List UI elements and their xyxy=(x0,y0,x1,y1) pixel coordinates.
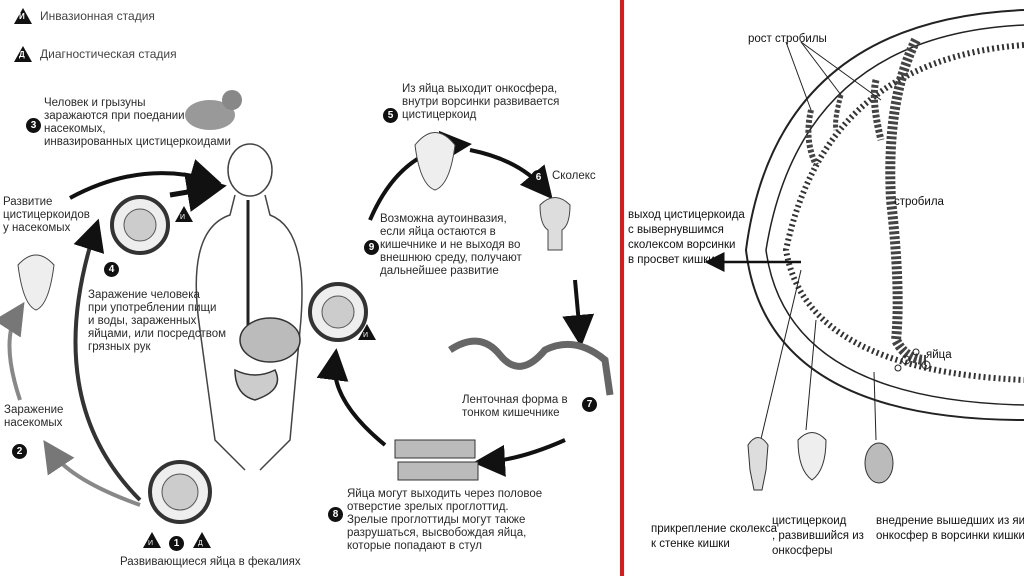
proglottid-drawing xyxy=(394,439,476,459)
invasive-marker-bottom: И xyxy=(143,532,161,548)
eggs-drawing xyxy=(894,348,931,372)
legend-invasive-label: Инвазионная стадия xyxy=(40,9,155,23)
cycle-arrow-bottom-left xyxy=(43,440,141,507)
cysticercoid-drawing xyxy=(797,432,827,481)
step-number-5: 5 xyxy=(383,108,398,123)
oncosphere-drawing-right xyxy=(864,442,894,484)
label-strobila-growth: рост стробилы xyxy=(748,33,827,45)
legend-diagnostic: Д Диагностическая стадия xyxy=(14,46,177,62)
cycle-arrow-to-tape xyxy=(562,279,595,347)
cycle-arrow-outer-left xyxy=(73,218,142,502)
legend-diagnostic-label: Диагностическая стадия xyxy=(40,47,177,61)
pointer-line-cysticercoid xyxy=(805,319,817,431)
label-cysticercoid: цистицеркоид , развившийся из онкосферы xyxy=(772,515,864,557)
intestine-panel: рост стробилы стробила выход цистицеркои… xyxy=(626,0,1024,576)
step-number-7: 7 xyxy=(582,397,597,412)
intestine-wall-outer xyxy=(744,9,1024,421)
cycle-arrow-to-proglottid xyxy=(473,438,566,477)
pointer-line-oncosphere xyxy=(873,371,877,441)
cycle-arrow-insect-down xyxy=(0,301,25,401)
step-number-8: 8 xyxy=(328,507,343,522)
rodent-figure xyxy=(185,90,242,130)
invasive-marker-egg-right: И xyxy=(358,324,376,340)
diagnostic-marker-bottom: Д xyxy=(193,532,211,548)
egg-drawing-right xyxy=(308,282,368,342)
step-number-1: 1 xyxy=(169,536,184,551)
pointer-line-scolex xyxy=(755,269,802,461)
cycle-arrow-egg-to-body xyxy=(169,172,227,212)
invasive-marker-egg-left: И xyxy=(175,206,193,222)
oncosphere-drawing xyxy=(414,132,456,191)
label-oncosphere: внедрение вышедших из яиц онкосфер в вор… xyxy=(876,515,1024,542)
red-divider xyxy=(620,0,624,576)
svg-text:Д: Д xyxy=(198,540,203,547)
human-figure xyxy=(195,143,303,471)
step-text-5: Из яйца выходит онкосфера, внутри ворсин… xyxy=(402,83,560,121)
villi-border xyxy=(782,42,1024,383)
strobila-drawing xyxy=(885,37,927,365)
life-cycle-panel: И И И Д И Инвазионная стадия Д Диагности… xyxy=(0,8,614,568)
pointer-line-growth xyxy=(785,41,812,111)
step-text-3: Человек и грызуны заражаются при поедани… xyxy=(44,97,231,148)
step-text-8: Яйца могут выходить через половое отверс… xyxy=(347,488,543,552)
egg-drawing-left xyxy=(110,195,170,255)
tapeworm-drawing xyxy=(448,337,614,396)
svg-text:И: И xyxy=(363,332,368,339)
svg-text:И: И xyxy=(148,540,153,547)
egg-drawing-bottom xyxy=(148,460,212,524)
invasive-icon: И xyxy=(14,8,32,24)
step-number-4: 4 xyxy=(104,262,119,277)
life-cycle-diagram: И И И Д xyxy=(0,90,614,548)
scolex-drawing xyxy=(539,197,571,251)
step-text-9: Возможна аутоинвазия, если яйца остаются… xyxy=(380,213,522,277)
diagnostic-icon: Д xyxy=(14,46,32,62)
step-text-6: Сколекс xyxy=(552,170,596,182)
step-number-9: 9 xyxy=(364,240,379,255)
label-strobila: стробила xyxy=(894,196,944,208)
label-scolex-attach: прикрепление сколекса к стенке кишки xyxy=(651,523,778,550)
step-number-6: 6 xyxy=(531,170,546,185)
insect-development-label: Развитие цистицеркоидов у насекомых xyxy=(3,196,90,234)
step-number-2: 2 xyxy=(12,444,27,459)
cysticercoid-drawing-insect xyxy=(17,254,55,311)
step-text-2: Заражение насекомых xyxy=(4,404,64,429)
label-eggs: яйца xyxy=(926,349,952,361)
cycle-arrow-up-right xyxy=(316,348,387,447)
legend-invasive: И Инвазионная стадия xyxy=(14,8,155,24)
step-text-1: Развивающиеся яйца в фекалиях xyxy=(120,556,301,568)
step-text-7: Ленточная форма в тонком кишечнике xyxy=(462,394,568,419)
label-exit: выход цистицеркоида с вывернувшимся скол… xyxy=(628,209,745,266)
cycle-arrow-to-scolex xyxy=(469,148,553,200)
scolex-attach-drawing xyxy=(747,437,769,491)
step-number-3: 3 xyxy=(26,118,41,133)
intestine-diagram xyxy=(704,9,1024,491)
step-text-4: Заражение человека при употреблении пищи… xyxy=(88,289,227,353)
svg-text:И: И xyxy=(180,214,185,221)
